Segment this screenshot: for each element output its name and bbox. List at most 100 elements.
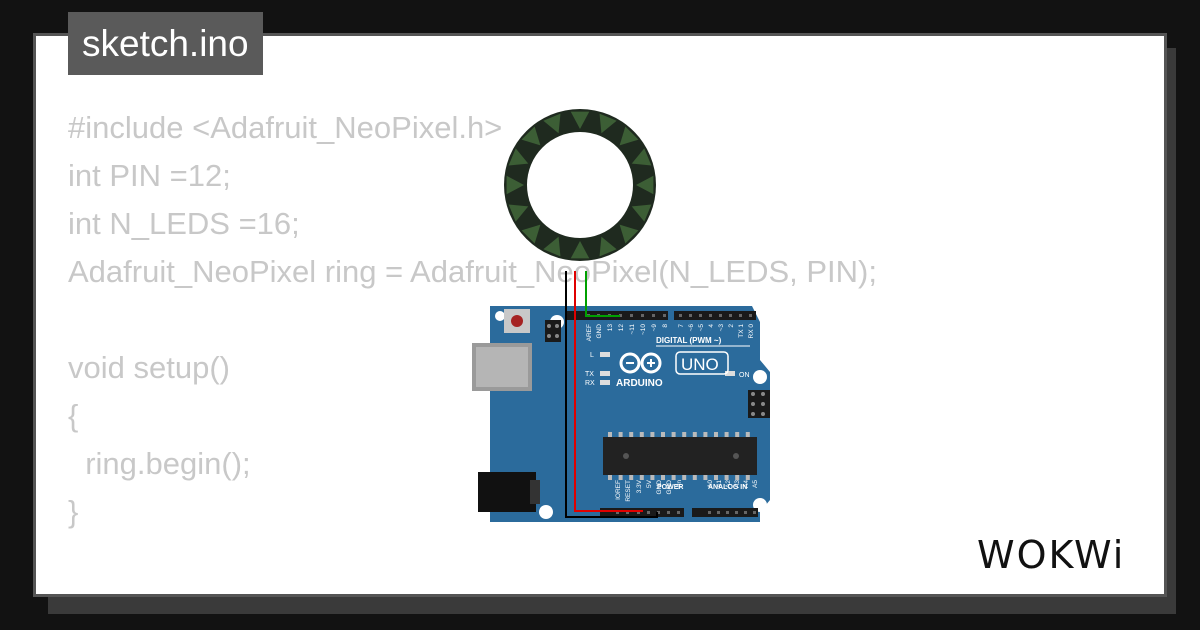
analog-header-label: ANALOG IN	[708, 484, 747, 491]
tx-led-label: TX	[585, 371, 594, 378]
top-pin-label: 13	[607, 324, 614, 332]
code-line: ring.begin();	[68, 446, 251, 481]
header-pin[interactable]	[679, 314, 682, 317]
code-line: void loop()	[68, 584, 877, 594]
top-pin-label: RX 0	[748, 324, 755, 339]
header-pin[interactable]	[729, 314, 732, 317]
chip-pin	[745, 475, 750, 480]
analog-header	[692, 508, 758, 517]
header-pin[interactable]	[652, 314, 655, 317]
chip-pin	[735, 432, 740, 437]
header-pin[interactable]	[699, 314, 702, 317]
header-pin[interactable]	[735, 511, 738, 514]
code-line: }	[68, 494, 79, 529]
header-pin[interactable]	[626, 511, 629, 514]
header-pin[interactable]	[663, 314, 666, 317]
mounting-hole	[539, 505, 553, 519]
top-pin-label: 2	[728, 324, 735, 328]
arduino-brand: ARDUINO	[616, 378, 663, 389]
tx-led	[600, 371, 610, 376]
neopixel-led	[599, 236, 617, 257]
file-tab[interactable]: sketch.ino	[68, 12, 263, 75]
chip-pin	[618, 475, 623, 480]
top-pin-label: TX 1	[738, 324, 745, 338]
header-pin[interactable]	[709, 314, 712, 317]
vcc-wire	[574, 271, 643, 512]
header-pin[interactable]	[749, 314, 752, 317]
neopixel-ring[interactable]	[504, 109, 656, 261]
on-led-label: ON	[739, 372, 750, 379]
header-pin[interactable]	[753, 511, 756, 514]
chip-pin	[671, 432, 676, 437]
neopixel-led	[570, 111, 590, 129]
power-jack	[478, 472, 536, 512]
arduino-logo-icon	[619, 352, 662, 374]
neopixel-led	[508, 204, 529, 222]
header-pin[interactable]	[641, 314, 644, 317]
code-line: void setup()	[68, 350, 230, 385]
neopixel-led	[619, 224, 639, 244]
chip-pin	[629, 475, 634, 480]
code-editor[interactable]: #include <Adafruit_NeoPixel.h>int PIN =1…	[68, 104, 877, 594]
header-pin[interactable]	[719, 314, 722, 317]
bottom-pin-label: A5	[752, 480, 759, 488]
power-header	[600, 508, 684, 517]
chip-pin	[608, 475, 612, 480]
neopixel-led	[599, 113, 617, 134]
neopixel-led	[619, 126, 639, 146]
data-wire	[585, 271, 620, 317]
top-pin-label: ~5	[698, 324, 705, 332]
top-pin-label: ~6	[688, 324, 695, 332]
chip-pin	[724, 432, 729, 437]
chip-pin	[735, 475, 740, 480]
bottom-pin-label: A0	[707, 480, 714, 488]
header-pin[interactable]	[717, 511, 720, 514]
neopixel-led	[570, 241, 590, 259]
l-led-label: L	[590, 352, 594, 359]
neopixel-led	[543, 113, 561, 134]
chip-pin	[714, 432, 718, 437]
neopixel-led	[521, 224, 541, 244]
chip-pin	[745, 432, 750, 437]
bottom-pin-label: RESET	[625, 480, 632, 502]
bottom-pin-label: A2	[725, 480, 732, 488]
chip-pin	[661, 475, 665, 480]
top-pin-label: ~11	[629, 324, 636, 335]
neopixel-led	[506, 175, 524, 195]
top-pin-label: 8	[662, 324, 669, 328]
digital-header-right	[674, 311, 756, 320]
chip-pin	[639, 475, 644, 480]
bottom-pin-label: GND	[666, 480, 673, 495]
mounting-hole	[753, 370, 767, 384]
chip-pin	[692, 432, 697, 437]
chip-pin	[650, 475, 655, 480]
header-pin[interactable]	[619, 314, 622, 317]
chip-pin	[629, 432, 634, 437]
code-line: int N_LEDS =16;	[68, 206, 300, 241]
chip-pin	[724, 475, 729, 480]
header-pin[interactable]	[630, 314, 633, 317]
header-pin[interactable]	[708, 511, 711, 514]
header-pin[interactable]	[637, 511, 640, 514]
header-pin[interactable]	[689, 314, 692, 317]
header-pin[interactable]	[657, 511, 660, 514]
chip-pin	[639, 432, 644, 437]
gnd-wire	[565, 271, 658, 518]
header-pin[interactable]	[616, 511, 619, 514]
header-pin[interactable]	[744, 511, 747, 514]
top-pin-label: 7	[678, 324, 685, 328]
code-line: Adafruit_NeoPixel ring = Adafruit_NeoPix…	[68, 254, 877, 289]
bottom-pin-label: Vin	[676, 480, 683, 490]
header-pin[interactable]	[667, 511, 670, 514]
top-pin-label: 12	[618, 324, 625, 332]
header-pin[interactable]	[739, 314, 742, 317]
header-pin[interactable]	[677, 511, 680, 514]
wokwi-logo: WOKWi	[977, 533, 1123, 577]
bottom-pin-label: A1	[716, 480, 723, 488]
header-pin[interactable]	[647, 511, 650, 514]
power-header-label: POWER	[657, 484, 683, 491]
header-pin[interactable]	[726, 511, 729, 514]
chip-pin	[682, 432, 687, 437]
